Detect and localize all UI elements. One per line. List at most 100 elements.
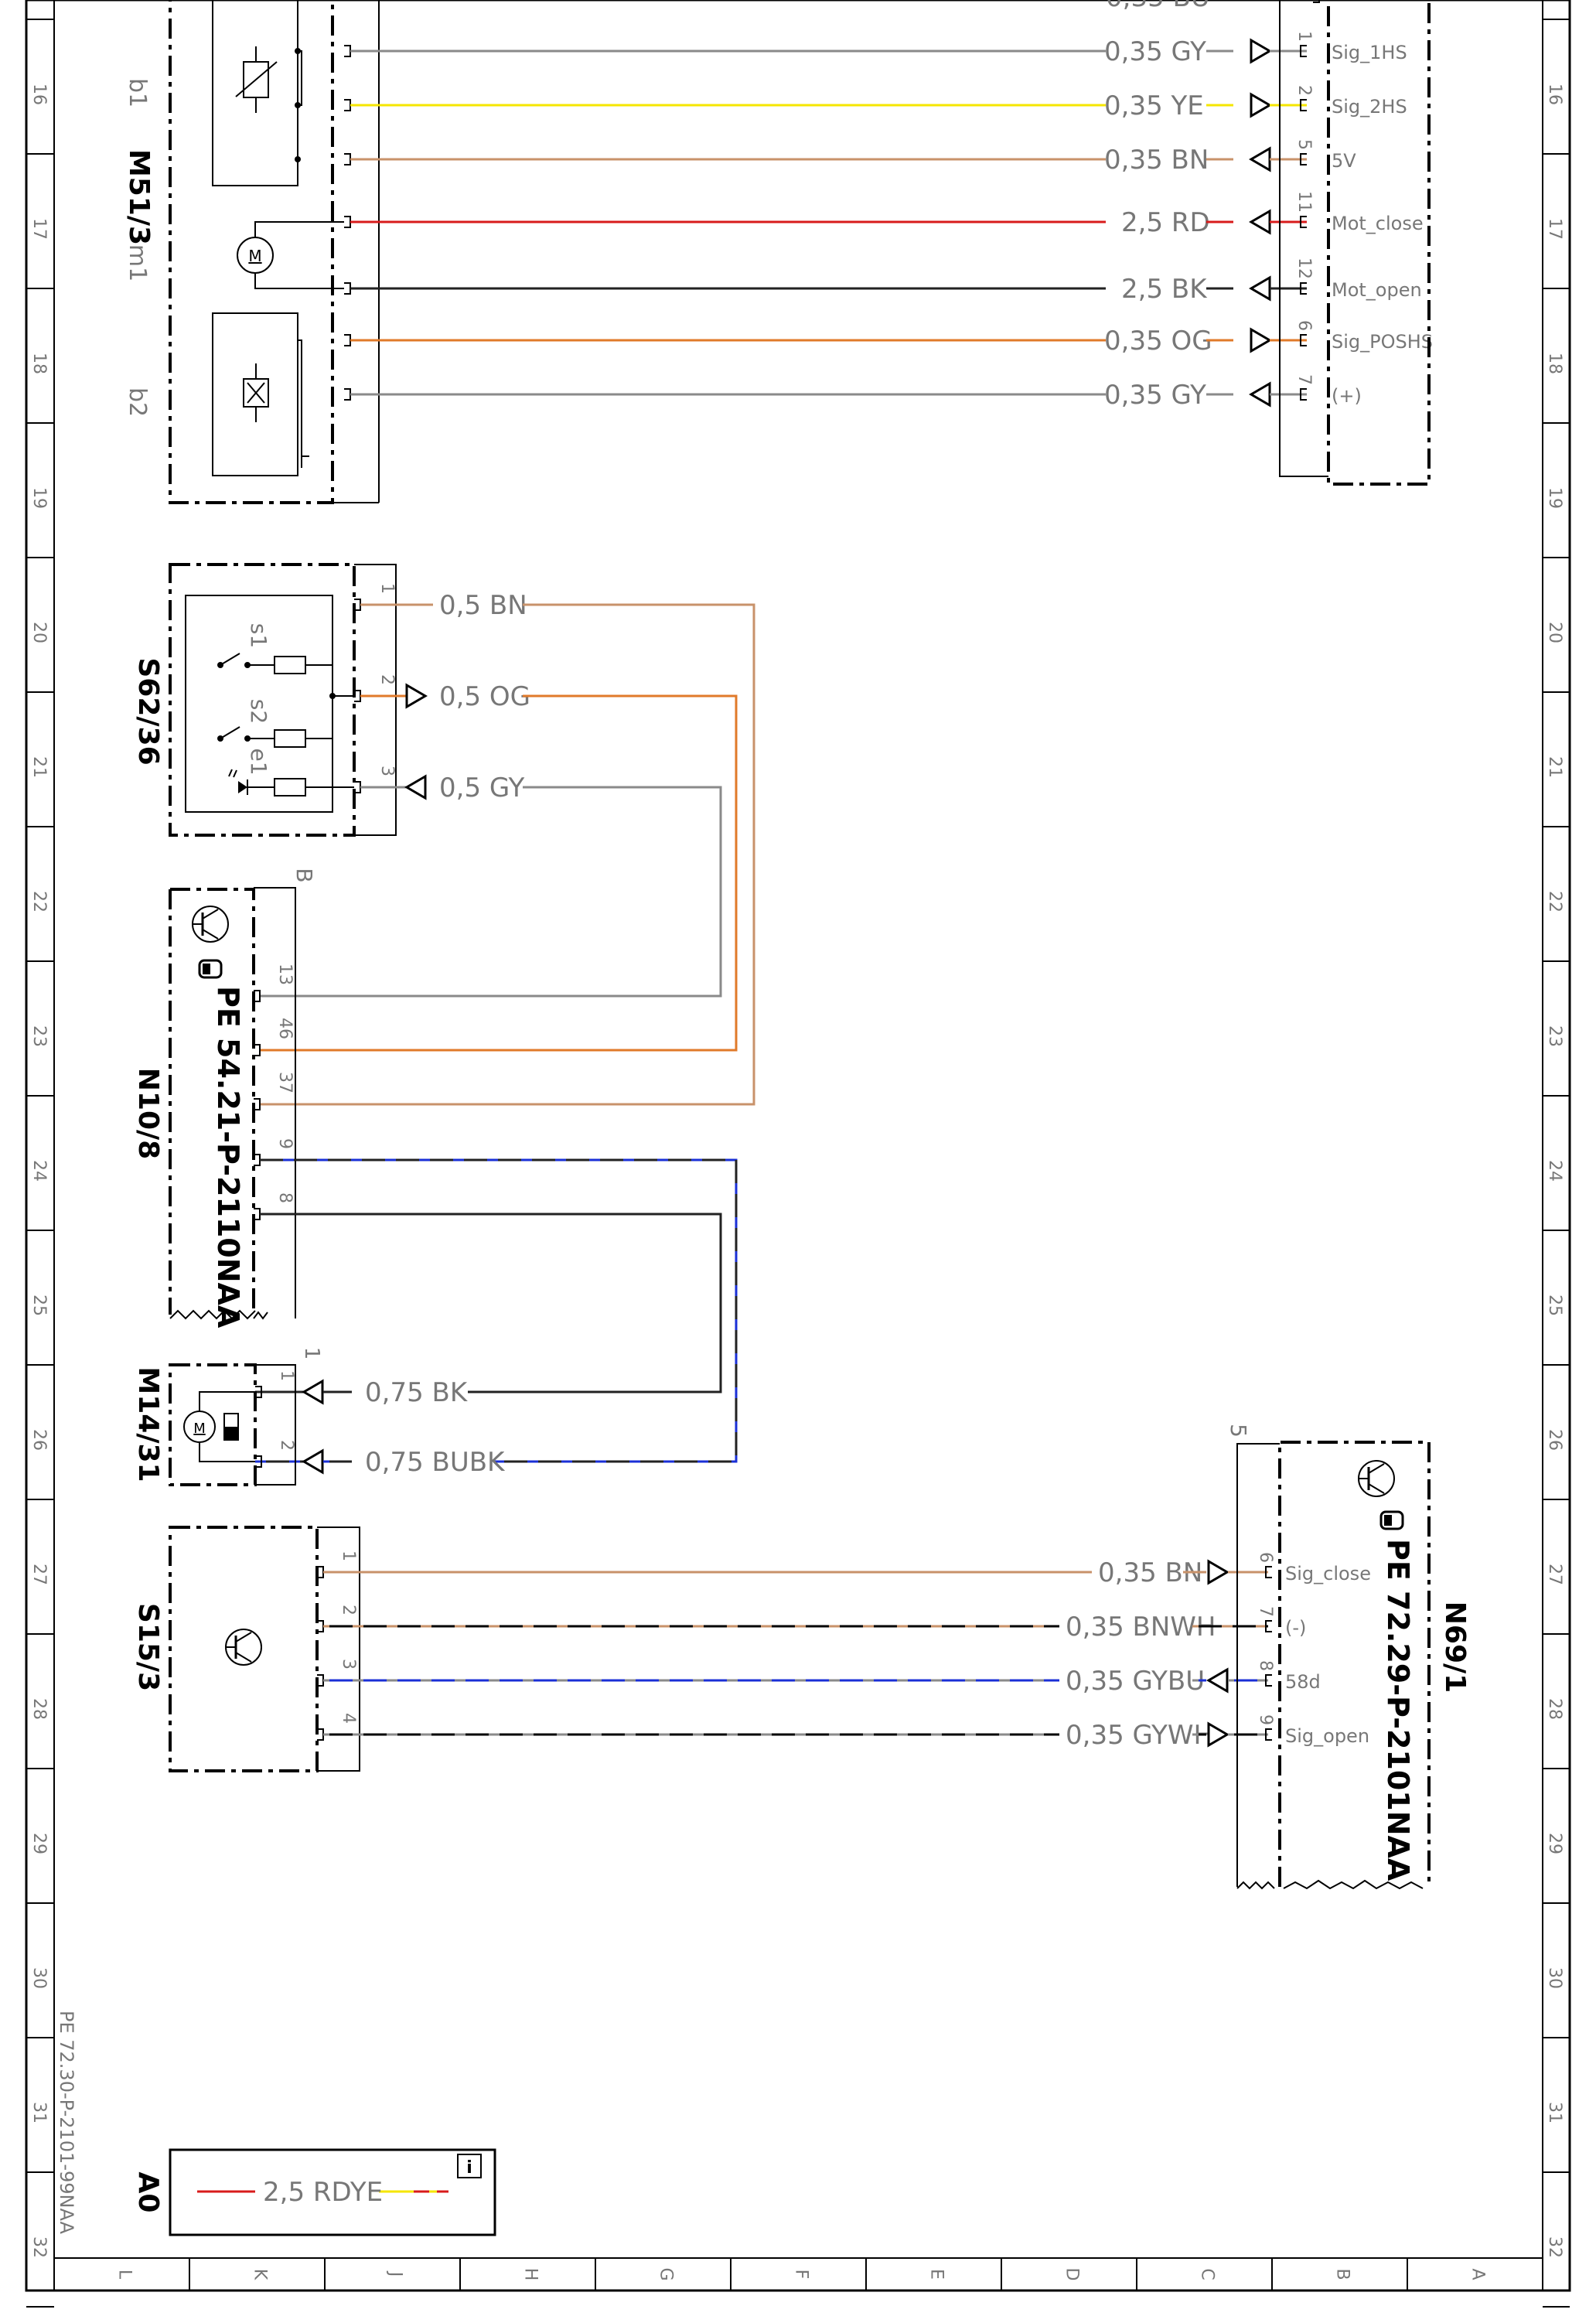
pin-number: 11 xyxy=(1294,191,1314,213)
row-number-left: 19 xyxy=(29,487,49,509)
switch-s1-symbol xyxy=(217,653,332,674)
s62-sub-s1: s1 xyxy=(246,623,271,648)
m14-pin-header: 1 xyxy=(300,1347,323,1360)
pin-number: 4 xyxy=(339,1713,358,1724)
component-s62-36: S62/36 s1 s2 e1 xyxy=(132,563,397,837)
row-number-left: 24 xyxy=(29,1160,49,1182)
wire-line xyxy=(260,694,738,1052)
row-number-right: 29 xyxy=(1545,1833,1564,1854)
pin-number: 1 xyxy=(277,1370,296,1381)
pin-terminal xyxy=(1313,0,1320,3)
a0-ref-label: A0 xyxy=(132,2172,164,2213)
pin-number: 2 xyxy=(339,1605,358,1615)
pin-number: 6 xyxy=(1294,320,1314,331)
signal-name: Sig_POSHS xyxy=(1332,331,1433,353)
footer-reference: PE 72.30-P-2101-99NAA xyxy=(56,2011,77,2235)
n69-doc-ref: PE 72.29-P-2101NAA xyxy=(1381,1539,1415,1881)
row-number-left: 27 xyxy=(29,1564,49,1585)
wire-label: 2,5 BK xyxy=(1121,274,1208,305)
wire-label: 0,35 GYBU xyxy=(1066,1666,1205,1697)
pin-number: 5 xyxy=(1294,139,1314,150)
pin-number: 6 xyxy=(1256,1552,1275,1563)
wire-label: 0,35 GYWH xyxy=(1066,1720,1213,1751)
motor-m1-symbol: M xyxy=(237,221,344,289)
sensor-b2-symbol xyxy=(212,312,309,476)
row-number-left: 25 xyxy=(29,1295,49,1316)
row-number-right: 23 xyxy=(1545,1025,1564,1047)
column-letter: C xyxy=(1198,2268,1217,2280)
row-number-right: 22 xyxy=(1545,891,1564,912)
row-number-left: 16 xyxy=(29,84,49,105)
wire-label: 2,5 RD xyxy=(1121,207,1210,238)
n69-conn-label: 5 xyxy=(1226,1424,1251,1438)
m51-sub-m1: m1 xyxy=(124,244,151,281)
wire-line xyxy=(260,603,755,1106)
s15-ref-label: S15/3 xyxy=(132,1603,164,1691)
signal-name: Mot_open xyxy=(1332,279,1422,301)
m14-harness-wires: 10,75 BK20,75 BUBK0,75 BK0,75 BUBK xyxy=(255,1370,506,1478)
pin-number: 2 xyxy=(1294,85,1314,96)
column-letter: J xyxy=(386,2270,405,2277)
row-number-right: 32 xyxy=(1545,2236,1564,2258)
column-letter: D xyxy=(1062,2268,1082,2281)
row-number-right: 24 xyxy=(1545,1160,1564,1182)
a0-wire-label: 2,5 RDYE xyxy=(263,2177,383,2208)
pin-number: 2 xyxy=(377,674,397,685)
wire-label: 0,75 BUBK xyxy=(365,1447,506,1478)
pin-number: 1 xyxy=(339,1550,358,1561)
wire-line xyxy=(260,786,722,998)
column-letter: G xyxy=(656,2267,676,2280)
signal-name: (-) xyxy=(1285,1617,1306,1639)
transistor-icon xyxy=(1358,1460,1395,1497)
column-letter: E xyxy=(927,2269,946,2280)
signal-name: 5V xyxy=(1332,150,1356,172)
row-number-right: 30 xyxy=(1545,1967,1564,1989)
pin-terminal xyxy=(344,282,351,295)
column-letter: K xyxy=(251,2269,270,2280)
column-letter: L xyxy=(115,2270,135,2280)
hand-pointer-icon xyxy=(198,959,223,979)
label-gap xyxy=(352,1376,468,1407)
column-grid-ticks xyxy=(53,2258,1543,2291)
pin-number: 1 xyxy=(377,583,397,594)
row-number-right: 26 xyxy=(1545,1429,1564,1451)
column-letter: H xyxy=(521,2268,541,2281)
n10-doc-ref: PE 54.21-P-2110NAA xyxy=(211,986,245,1329)
signal-name: Mot_close xyxy=(1332,213,1424,234)
row-number-left: 32 xyxy=(29,2236,49,2258)
row-number-right: 21 xyxy=(1545,756,1564,778)
pin-number: 3 xyxy=(339,1659,358,1670)
wire-label: 0,35 GY xyxy=(1104,36,1206,67)
wire-label: 0,35 BNWH xyxy=(1066,1612,1216,1642)
pin-terminal xyxy=(344,99,351,111)
row-number-left: 20 xyxy=(29,622,49,643)
pin-number: 13 xyxy=(275,964,295,985)
signal-direction-arrow xyxy=(302,1379,324,1405)
pin-number: 8 xyxy=(1256,1660,1275,1671)
pin-number: 1 xyxy=(1294,31,1314,42)
signal-direction-arrow xyxy=(1207,1559,1229,1585)
signal-direction-arrow xyxy=(1249,146,1271,172)
wire-label: 0,35 YE xyxy=(1104,90,1204,121)
component-m14-31: M 1 M14/31 xyxy=(132,1347,323,1486)
row-number-right: 17 xyxy=(1545,218,1564,240)
row-number-left: 21 xyxy=(29,756,49,778)
led-e1-symbol xyxy=(228,769,354,797)
s62-sub-s2: s2 xyxy=(246,699,271,724)
pin-number: 46 xyxy=(275,1018,295,1039)
wire-label: 0,35 BN xyxy=(1104,145,1209,176)
row-number-right: 27 xyxy=(1545,1564,1564,1585)
s62-ref-label: S62/36 xyxy=(132,657,164,765)
pin-number: 9 xyxy=(1256,1714,1275,1725)
pin-number: 9 xyxy=(275,1138,295,1149)
signal-direction-arrow xyxy=(404,774,427,800)
row-number-left: 22 xyxy=(29,891,49,912)
pin-number: 8 xyxy=(275,1192,295,1203)
pin-terminal xyxy=(344,45,351,57)
info-icon[interactable] xyxy=(457,2154,482,2178)
n69-ref-label: N69/1 xyxy=(1439,1602,1471,1693)
m14-ref-label: M14/31 xyxy=(132,1366,164,1482)
